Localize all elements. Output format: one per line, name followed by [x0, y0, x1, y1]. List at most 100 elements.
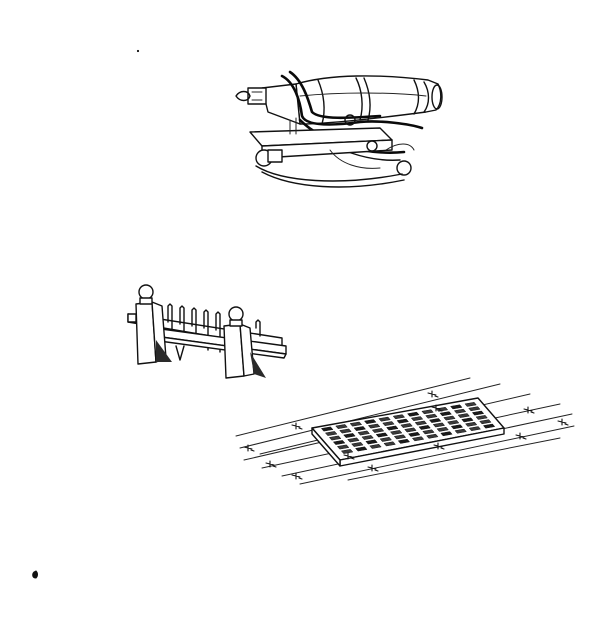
grating-opening	[400, 423, 413, 428]
grating-opening	[471, 410, 485, 416]
stray-ink-mark	[32, 570, 38, 579]
grating-opening	[367, 423, 381, 429]
cannon-muzzle-ring-2	[413, 79, 420, 115]
grating-opening	[447, 420, 460, 425]
deck-nail	[427, 390, 439, 398]
grating-opening	[389, 430, 403, 435]
grating-opening	[328, 435, 342, 441]
deck-nail	[523, 406, 535, 414]
grating-opening	[479, 419, 492, 425]
grating-opening	[353, 426, 367, 431]
gate-right-finial	[228, 306, 244, 322]
cannon-slide-rail-2	[261, 171, 405, 188]
grating-opening	[347, 437, 360, 443]
grating-opening	[422, 429, 435, 435]
grating-opening	[408, 431, 421, 437]
grating-opening	[324, 431, 338, 436]
stray-dot	[136, 49, 140, 53]
deck-nail	[557, 418, 569, 426]
grating-opening	[443, 415, 456, 421]
grating-opening	[404, 427, 417, 433]
grating-opening	[365, 439, 378, 445]
cannon-front-wheel-2	[366, 140, 378, 152]
grating-opening	[464, 402, 477, 407]
grating-opening	[453, 408, 467, 414]
cannon-cascabel-knob	[235, 90, 251, 102]
grating-opening	[343, 433, 356, 438]
gate-right-post-shadow	[250, 352, 266, 378]
grating-opening	[426, 433, 439, 439]
deck-nail	[291, 472, 303, 480]
grating-opening	[375, 432, 389, 438]
grating-opening	[396, 418, 409, 424]
grating-opening	[450, 404, 463, 410]
deck-nail	[431, 404, 443, 412]
grating-opening	[425, 413, 438, 419]
grating-opening	[411, 436, 425, 442]
grating-opening	[428, 418, 442, 423]
grating-opening	[436, 426, 449, 432]
grating-grid	[320, 402, 496, 454]
grating-opening	[361, 435, 374, 440]
cannon-slide-brace	[329, 149, 381, 169]
grating-opening	[320, 426, 334, 432]
grating-opening	[351, 442, 364, 447]
grating-opening	[454, 428, 467, 434]
gate-left-finial-base	[139, 297, 153, 305]
grating-opening	[440, 431, 453, 437]
grating-frame-side	[311, 427, 341, 467]
grating-opening	[475, 415, 488, 420]
gate-left-finial	[138, 284, 154, 300]
grating-opening	[386, 425, 399, 431]
cannon-slide-rail	[255, 165, 403, 182]
grating-opening	[355, 446, 368, 452]
grating-opening	[410, 416, 424, 422]
grating-opening	[397, 438, 411, 444]
cannon-barrel	[295, 75, 442, 125]
grating-opening	[461, 417, 474, 423]
deck-nail	[515, 432, 527, 440]
grating-opening	[339, 428, 352, 434]
deck-grating-with-planks-sketch	[235, 377, 575, 485]
grating-opening	[439, 411, 452, 417]
gate-spikes	[167, 303, 261, 361]
grating-opening	[357, 430, 370, 436]
cannon-band-3	[317, 79, 325, 125]
grating-opening	[393, 434, 407, 440]
deck-nail	[343, 452, 355, 460]
grating-opening	[371, 428, 385, 433]
deck-nail	[291, 422, 303, 430]
deck-nail	[433, 442, 445, 450]
cannon-on-carriage-sketch	[235, 70, 443, 188]
grating-opening	[379, 437, 392, 442]
deck-nails	[243, 390, 569, 480]
grating-opening	[465, 421, 478, 427]
cannon-barrel-highlight	[299, 92, 427, 97]
grating-opening	[457, 413, 470, 418]
gate-left-post-shadow	[156, 340, 172, 362]
gate-right-finial-base	[229, 319, 243, 327]
grating-opening	[421, 409, 434, 415]
grating-opening	[468, 426, 481, 432]
cannon-front-wheel	[396, 160, 412, 176]
grating-opening	[382, 421, 395, 426]
cannon-slide-brace-2	[385, 143, 415, 151]
grating-opening	[383, 441, 396, 447]
grating-opening	[378, 416, 391, 422]
grating-opening	[340, 449, 354, 454]
cannon-breeching-rope	[280, 74, 424, 130]
grating-opening	[468, 406, 481, 412]
spiked-gate-barrier-sketch	[127, 284, 287, 379]
grating-opening	[369, 443, 382, 449]
grating-opening	[349, 421, 363, 427]
cannon-trunnion	[344, 114, 356, 126]
grating-opening	[392, 414, 406, 420]
grating-opening	[332, 440, 346, 445]
gate-beam-end	[127, 313, 137, 323]
grating-opening	[432, 422, 446, 428]
grating-opening	[336, 444, 350, 450]
grating-opening	[407, 411, 420, 417]
cannon-muzzle-mouth	[431, 84, 443, 110]
